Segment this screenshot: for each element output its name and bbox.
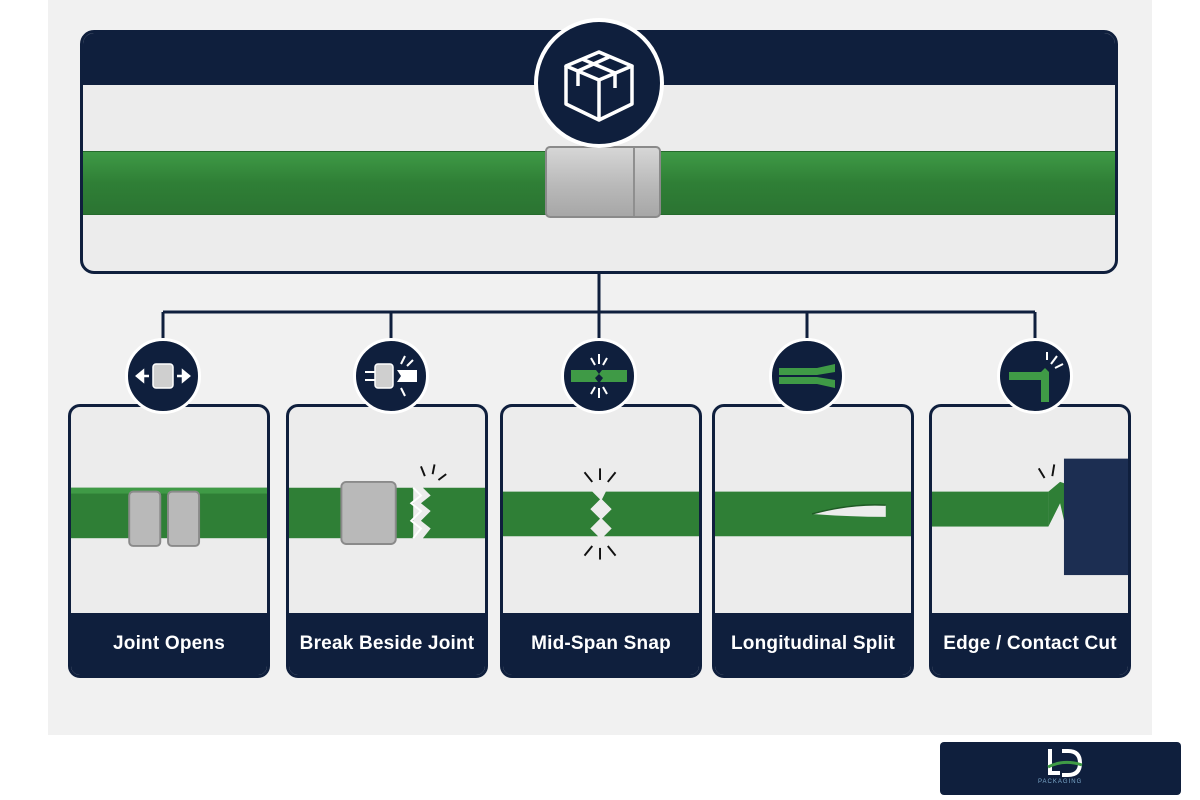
joint-opens-illustration — [71, 487, 267, 547]
metal-seal — [545, 146, 661, 218]
longitudinal-split-icon — [769, 338, 845, 414]
failure-card-mid-span-snap: Mid-Span Snap — [500, 404, 702, 678]
card-label: Break Beside Joint — [289, 613, 485, 675]
card-label: Edge / Contact Cut — [932, 613, 1128, 675]
break-beside-joint-illustration — [289, 464, 485, 545]
logo-mark-icon — [1047, 749, 1083, 777]
edge-cut-icon — [997, 338, 1073, 414]
failure-card-edge-contact-cut: Edge / Contact Cut — [929, 404, 1131, 678]
card-label: Mid-Span Snap — [503, 613, 699, 675]
failure-card-joint-opens: Joint Opens — [68, 404, 270, 678]
seal-opening-arrows-icon — [125, 338, 201, 414]
logo-text: PACKAGING — [1038, 779, 1083, 785]
card-label: Joint Opens — [71, 613, 267, 675]
failure-card-break-beside-joint: Break Beside Joint — [286, 404, 488, 678]
card-label: Longitudinal Split — [715, 613, 911, 675]
edge-contact-cut-illustration — [932, 458, 1128, 576]
company-logo: PACKAGING — [940, 742, 1181, 795]
failure-card-longitudinal-split: Longitudinal Split — [712, 404, 914, 678]
longitudinal-split-illustration — [715, 491, 911, 537]
break-beside-seal-icon — [353, 338, 429, 414]
package-box-icon — [534, 18, 664, 148]
mid-span-snap-icon — [561, 338, 637, 414]
mid-span-snap-illustration — [503, 468, 699, 560]
